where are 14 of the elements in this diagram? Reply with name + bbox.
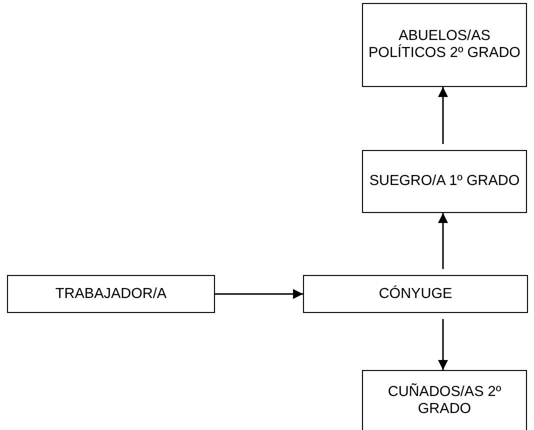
box-label: ABUELOS/AS POLÍTICOS 2º GRADO	[368, 28, 522, 62]
arrow	[215, 289, 303, 299]
box-label: CUÑADOS/AS 2º GRADO	[386, 384, 502, 418]
arrow	[438, 213, 448, 269]
box-label: SUEGRO/A 1º GRADO	[369, 173, 520, 190]
text-box	[7, 275, 215, 313]
arrow	[438, 319, 448, 370]
box-label: CÓNYUGE	[378, 286, 452, 302]
box-label: TRABAJADOR/A	[55, 286, 167, 302]
arrow	[438, 87, 448, 144]
text-box	[362, 3, 527, 87]
text-box	[303, 275, 528, 313]
text-box	[362, 150, 527, 213]
text-box	[362, 370, 527, 430]
